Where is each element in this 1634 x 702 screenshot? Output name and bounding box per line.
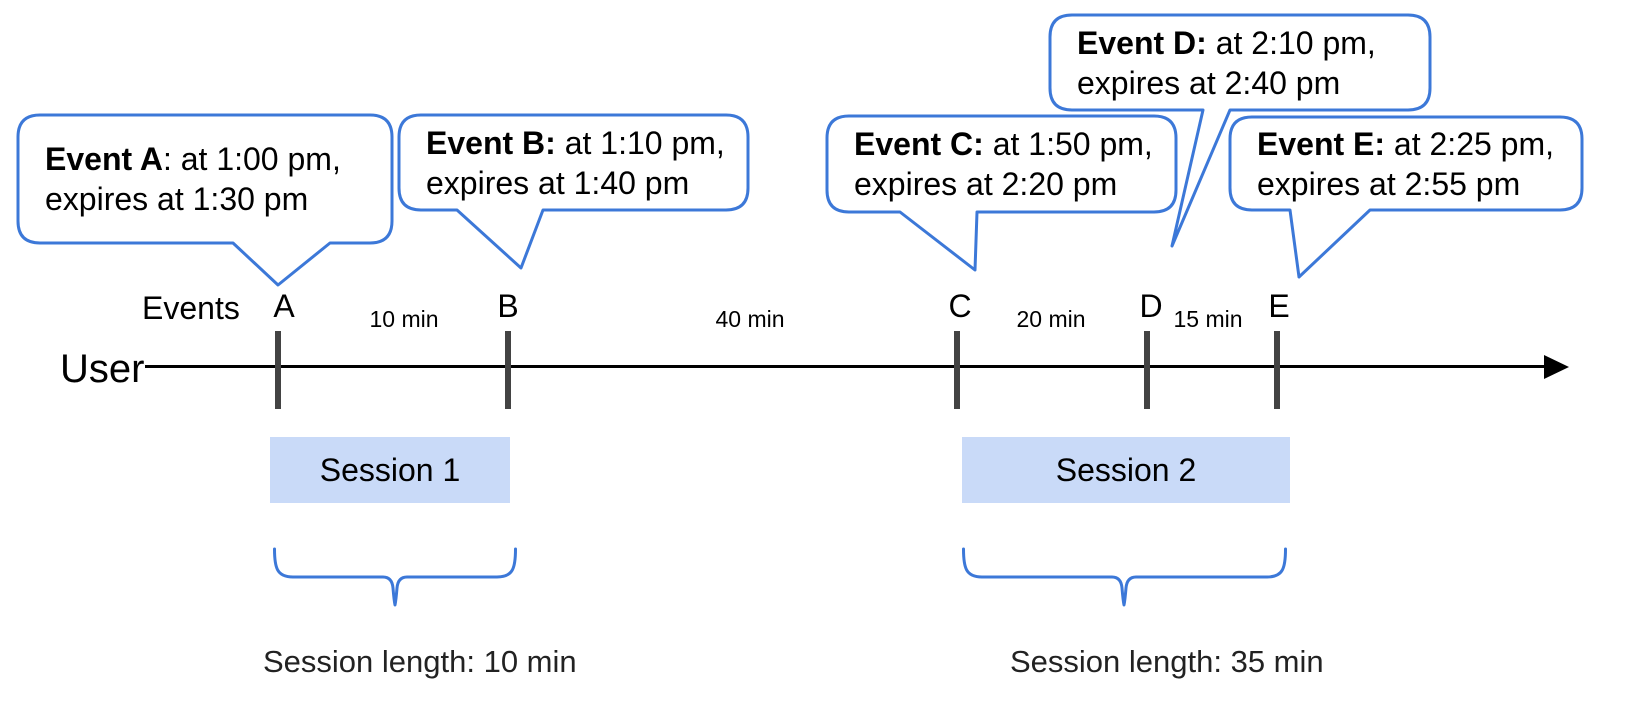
callout-line1: Event C: at 1:50 pm,	[854, 124, 1153, 164]
event-time: at 2:10 pm,	[1206, 24, 1376, 61]
callout-event-a: Event A: at 1:00 pm, expires at 1:30 pm	[16, 113, 394, 287]
callout-line1: Event A: at 1:00 pm,	[45, 139, 341, 179]
callout-line1: Event B: at 1:10 pm,	[426, 123, 725, 163]
session-2-box: Session 2	[962, 437, 1290, 503]
speech-bubble-icon	[825, 114, 1178, 272]
session-1-length-label: Session length: 10 min	[263, 644, 577, 679]
callout-line2: expires at 1:40 pm	[426, 164, 690, 201]
callout-event-b-text: Event B: at 1:10 pm, expires at 1:40 pm	[426, 115, 725, 210]
event-time: at 1:50 pm,	[983, 126, 1153, 162]
event-mark-label-e: E	[1268, 288, 1290, 324]
event-mark-label-d: D	[1139, 288, 1163, 324]
speech-bubble-icon	[1228, 115, 1584, 279]
event-mark-label-c: C	[948, 288, 972, 324]
event-name: Event B:	[426, 124, 556, 161]
tick-a	[275, 331, 281, 409]
event-mark-label-b: B	[497, 288, 519, 324]
speech-bubble-icon	[397, 113, 750, 270]
timeline-axis	[145, 365, 1545, 368]
session-2-label: Session 2	[1055, 451, 1197, 488]
arrow-head-icon	[1544, 355, 1569, 379]
session-2-length-label: Session length: 35 min	[1010, 644, 1324, 679]
callout-line2: expires at 2:55 pm	[1257, 165, 1521, 202]
callout-event-e-text: Event E: at 2:25 pm, expires at 2:55 pm	[1257, 117, 1554, 210]
speech-bubble-icon	[1048, 13, 1432, 248]
callout-event-c-text: Event C: at 1:50 pm, expires at 2:20 pm	[854, 116, 1153, 212]
callout-event-a-text: Event A: at 1:00 pm, expires at 1:30 pm	[45, 115, 341, 243]
session-1-box: Session 1	[270, 437, 510, 503]
event-name: Event D:	[1077, 24, 1207, 61]
callout-event-c: Event C: at 1:50 pm, expires at 2:20 pm	[825, 114, 1178, 272]
callout-line2: expires at 2:40 pm	[1077, 64, 1341, 101]
callout-line1: Event D: at 2:10 pm,	[1077, 23, 1376, 63]
callout-event-b: Event B: at 1:10 pm, expires at 1:40 pm	[397, 113, 750, 270]
callout-line2: expires at 1:30 pm	[45, 181, 309, 217]
event-time: : at 1:00 pm,	[162, 141, 341, 177]
session-2-brace-icon	[962, 547, 1287, 607]
session-1-label: Session 1	[319, 451, 461, 488]
event-name: Event E:	[1257, 125, 1386, 162]
user-row-label: User	[60, 347, 145, 391]
callout-event-d-text: Event D: at 2:10 pm, expires at 2:40 pm	[1077, 15, 1376, 110]
tick-e	[1274, 331, 1280, 409]
callout-line1: Event E: at 2:25 pm,	[1257, 124, 1554, 164]
gap-label-d-e: 15 min	[1173, 306, 1243, 332]
callout-event-d: Event D: at 2:10 pm, expires at 2:40 pm	[1048, 13, 1432, 248]
tick-d	[1144, 331, 1150, 409]
event-time: at 1:10 pm,	[555, 124, 725, 161]
events-label: Events	[142, 290, 240, 326]
tick-b	[505, 331, 511, 409]
event-name: Event A	[45, 141, 163, 177]
speech-bubble-icon	[16, 113, 394, 287]
callout-event-e: Event E: at 2:25 pm, expires at 2:55 pm	[1228, 115, 1584, 279]
gap-label-b-c: 40 min	[715, 306, 785, 332]
callout-line2: expires at 2:20 pm	[854, 166, 1118, 202]
tick-c	[954, 331, 960, 409]
session-1-brace-icon	[273, 547, 517, 607]
gap-label-a-b: 10 min	[369, 306, 439, 332]
event-mark-label-a: A	[273, 288, 295, 324]
gap-label-c-d: 20 min	[1016, 306, 1086, 332]
event-name: Event C:	[854, 126, 984, 162]
event-time: at 2:25 pm,	[1385, 125, 1555, 162]
